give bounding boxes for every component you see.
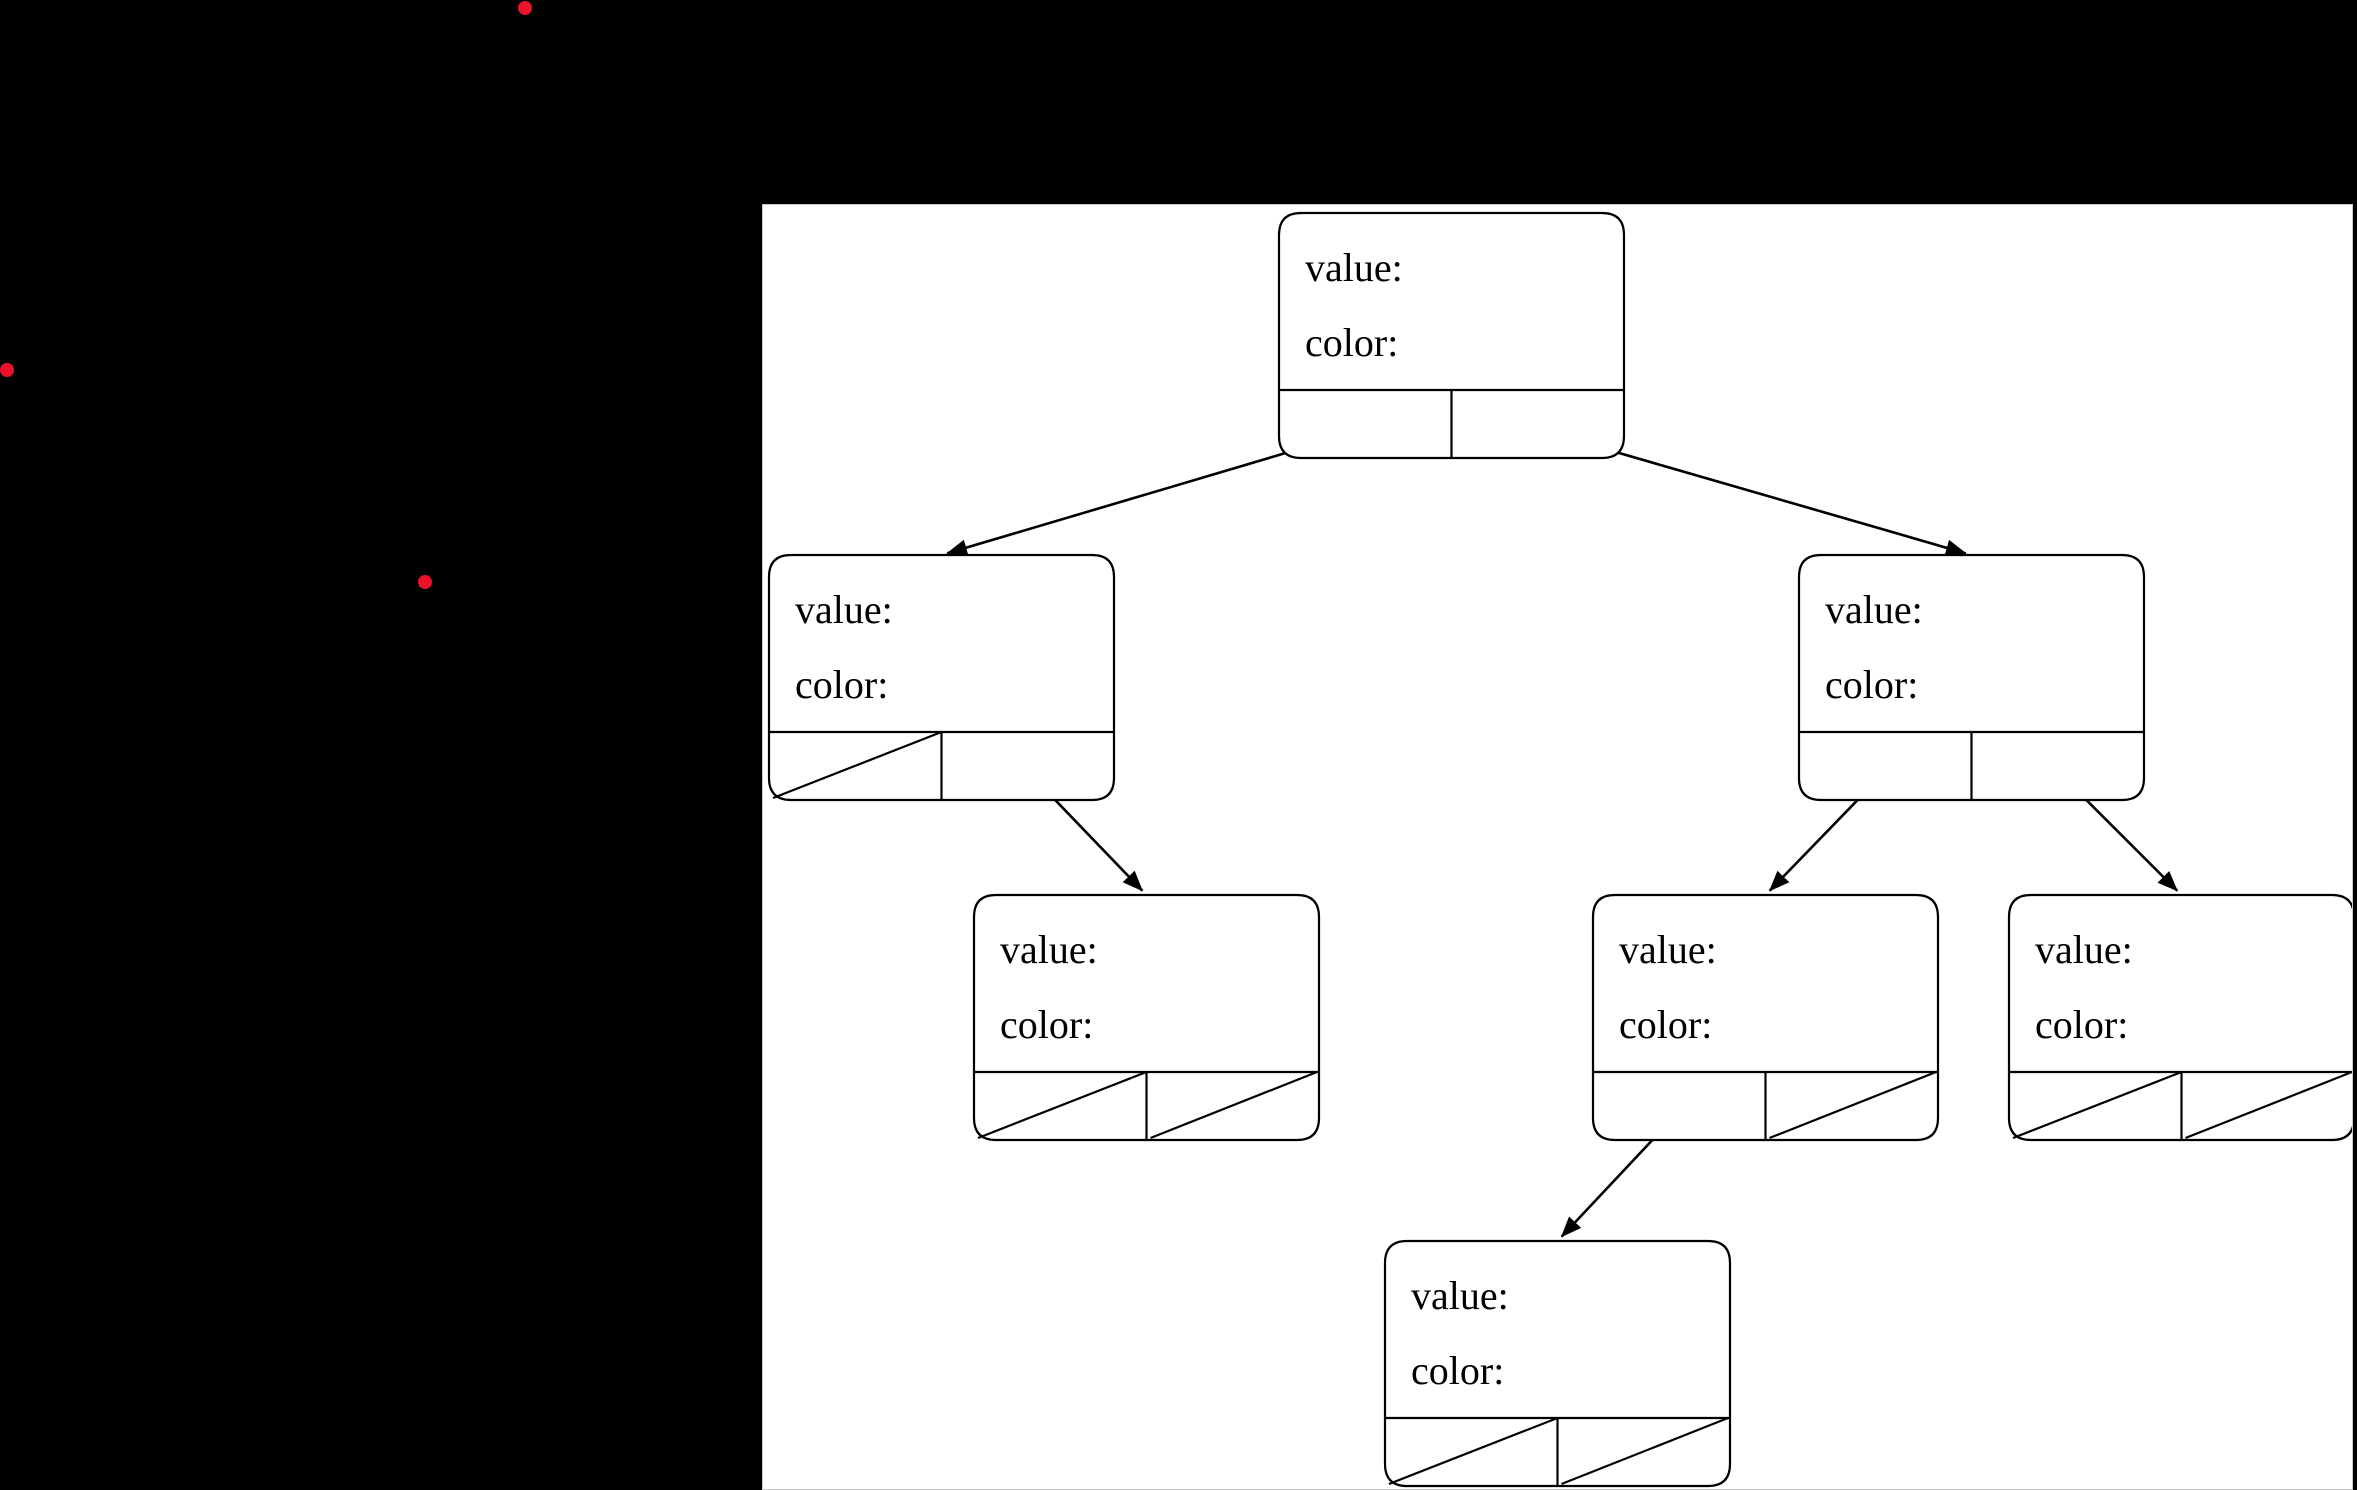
tree-node-root[interactable]: value: color: [1277,211,1626,460]
tree-node-right-right-grandchild[interactable]: value: color: [2007,893,2353,1142]
node-color-label: color: [795,662,888,707]
tree-node-left-right-grandchild[interactable]: value: color: [972,893,1321,1142]
right-null-pointer-slash [1769,1070,1937,1140]
node-value-label: value: [1305,245,1403,290]
diagram-panel[interactable]: value:color:value:color:value:color:valu… [762,204,2353,1490]
left-null-pointer-slash [1388,1416,1558,1486]
node-value-label: value: [1825,587,1923,632]
marker-dot-middle [418,575,432,589]
node-color-label: color: [1619,1002,1712,1047]
marker-dot-left [0,363,14,377]
left-null-pointer-slash [977,1070,1147,1140]
tree-diagram-canvas[interactable]: value:color:value:color:value:color:valu… [763,205,2353,1490]
tree-node-deepest-leaf[interactable]: value: color: [1383,1239,1732,1488]
tree-node-right-left-grandchild[interactable]: value: color: [1591,893,1940,1142]
left-null-pointer-slash [772,730,942,800]
tree-node-left-child[interactable]: value: color: [767,553,1116,802]
node-value-label: value: [1619,927,1717,972]
node-value-label: value: [1000,927,1098,972]
right-null-pointer-slash [1150,1070,1318,1140]
left-null-pointer-slash [2012,1070,2182,1140]
node-color-label: color: [1000,1002,1093,1047]
node-layer: value:color:value:color:value:color:valu… [767,211,2353,1488]
node-value-label: value: [1411,1273,1509,1318]
node-color-label: color: [2035,1002,2128,1047]
marker-dot-top [518,1,532,15]
node-value-label: value: [2035,927,2133,972]
right-null-pointer-slash [1561,1416,1729,1486]
right-null-pointer-slash [2185,1070,2352,1140]
tree-node-right-child[interactable]: value: color: [1797,553,2146,802]
node-value-label: value: [795,587,893,632]
node-color-label: color: [1411,1348,1504,1393]
node-color-label: color: [1825,662,1918,707]
node-color-label: color: [1305,320,1398,365]
